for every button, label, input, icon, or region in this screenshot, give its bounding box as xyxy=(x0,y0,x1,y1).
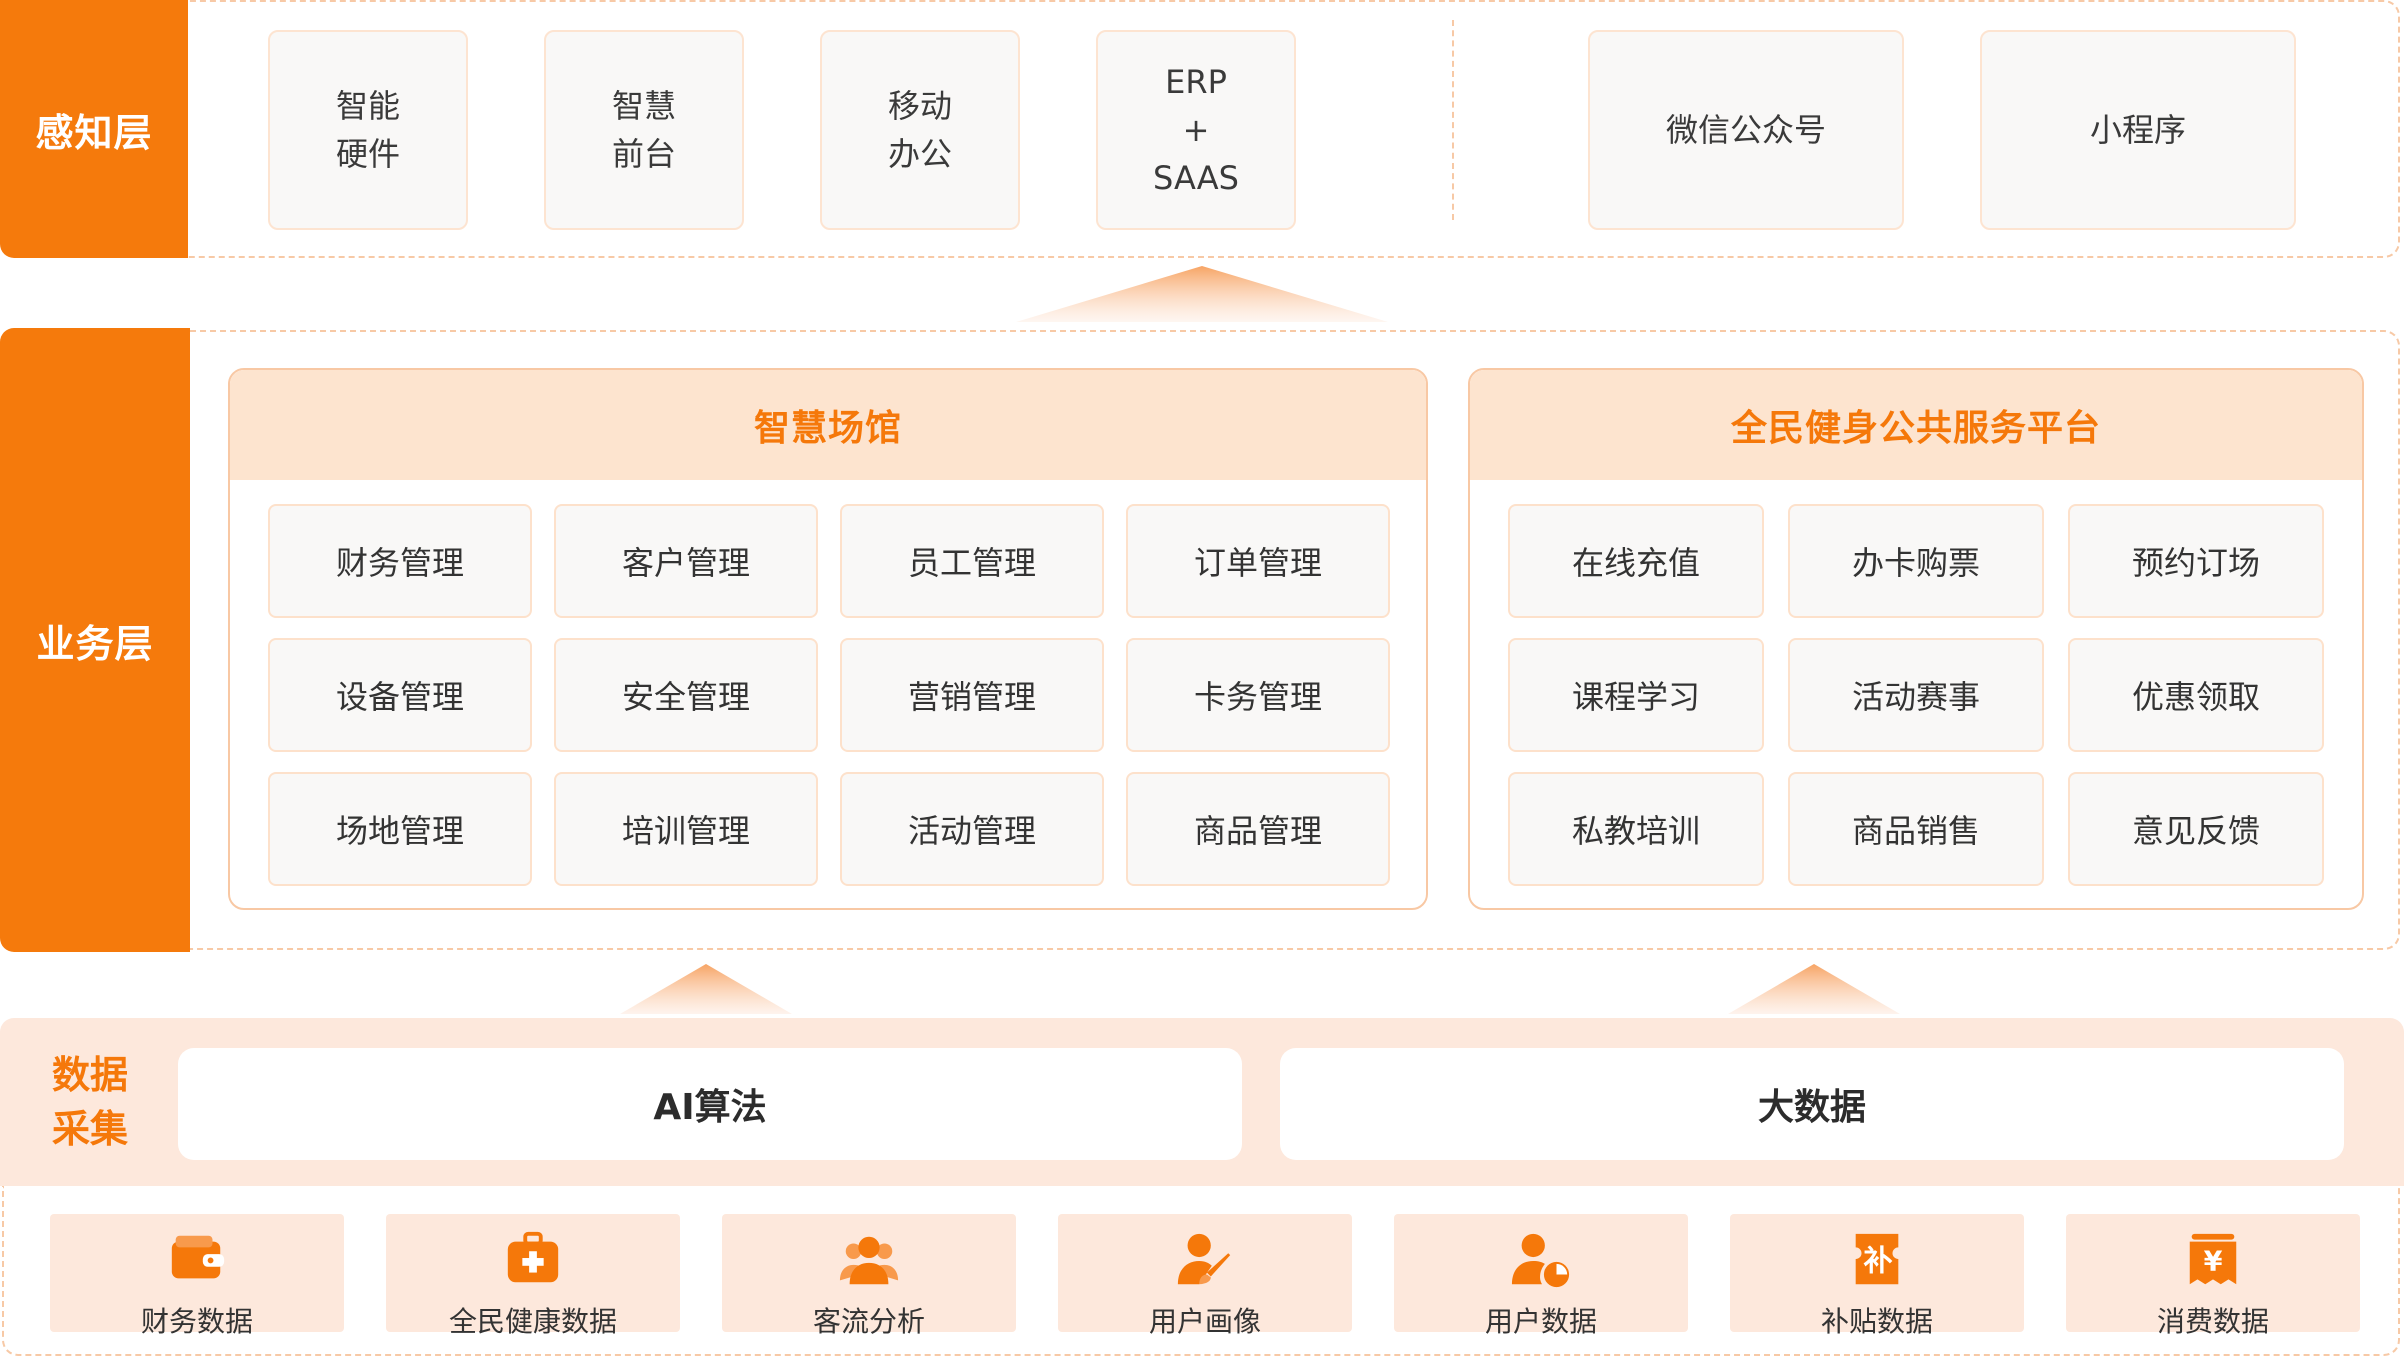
arrow-up-to-venue xyxy=(620,964,792,1014)
fitness-item: 在线充值 xyxy=(1508,504,1764,618)
data-source-card: 全民健康数据 xyxy=(386,1214,680,1338)
data-collection-label: 数据 采集 xyxy=(51,1053,128,1151)
data-source-card: ¥ 消费数据 xyxy=(2066,1214,2360,1338)
data-sources-frame xyxy=(2,1186,2400,1356)
fitness-item: 商品销售 xyxy=(1788,772,2044,886)
data-source-label: 全民健康数据 xyxy=(448,1305,617,1338)
fitness-item: 活动赛事 xyxy=(1788,638,2044,752)
tile-mobile-office: 移动 办公 xyxy=(820,30,1020,230)
medical-kit-icon xyxy=(502,1228,564,1290)
venue-item: 商品管理 xyxy=(1126,772,1390,886)
fitness-item: 意见反馈 xyxy=(2068,772,2324,886)
venue-item: 活动管理 xyxy=(840,772,1104,886)
fitness-item: 预约订场 xyxy=(2068,504,2324,618)
svg-text:¥: ¥ xyxy=(2204,1247,2223,1278)
ai-algorithm-card: AI算法 xyxy=(178,1048,1242,1160)
venue-item: 设备管理 xyxy=(268,638,532,752)
perception-layer-frame xyxy=(120,0,2400,258)
data-source-card: 客流分析 xyxy=(722,1214,1016,1338)
tile-smart-hardware: 智能 硬件 xyxy=(268,30,468,230)
data-source-card: 用户画像 xyxy=(1058,1214,1352,1338)
perception-layer-label: 感知层 xyxy=(0,0,188,258)
data-source-label: 用户数据 xyxy=(1484,1305,1597,1338)
venue-item: 营销管理 xyxy=(840,638,1104,752)
data-source-card: 补 补贴数据 xyxy=(1730,1214,2024,1338)
venue-item: 安全管理 xyxy=(554,638,818,752)
tile-wechat-official-account: 微信公众号 xyxy=(1588,30,1904,230)
tile-erp-saas: ERP + SAAS xyxy=(1096,30,1296,230)
venue-item: 培训管理 xyxy=(554,772,818,886)
arrow-up-to-perception xyxy=(1016,266,1388,322)
yen-receipt-icon: ¥ xyxy=(2182,1228,2244,1290)
fitness-item: 课程学习 xyxy=(1508,638,1764,752)
tile-mini-program: 小程序 xyxy=(1980,30,2296,230)
business-layer-label: 业务层 xyxy=(0,328,190,952)
svg-text:补: 补 xyxy=(1863,1244,1892,1278)
venue-item: 员工管理 xyxy=(840,504,1104,618)
data-source-card: 财务数据 xyxy=(50,1214,344,1338)
data-source-label: 用户画像 xyxy=(1148,1305,1261,1338)
venue-item: 订单管理 xyxy=(1126,504,1390,618)
people-group-icon xyxy=(838,1228,900,1290)
venue-item: 客户管理 xyxy=(554,504,818,618)
subsidy-ticket-icon: 补 xyxy=(1846,1228,1908,1290)
tile-smart-front-desk: 智慧 前台 xyxy=(544,30,744,230)
panel-fitness-platform-title: 全民健身公共服务平台 xyxy=(1470,370,2362,480)
fitness-item: 优惠领取 xyxy=(2068,638,2324,752)
user-chart-icon xyxy=(1510,1228,1572,1290)
venue-item: 场地管理 xyxy=(268,772,532,886)
wallet-icon xyxy=(166,1228,228,1290)
venue-item: 财务管理 xyxy=(268,504,532,618)
data-source-label: 消费数据 xyxy=(2156,1305,2269,1338)
perception-divider xyxy=(1452,20,1454,220)
big-data-card: 大数据 xyxy=(1280,1048,2344,1160)
venue-item: 卡务管理 xyxy=(1126,638,1390,752)
data-source-label: 财务数据 xyxy=(140,1305,253,1338)
business-layer-frame xyxy=(120,330,2400,950)
data-source-label: 补贴数据 xyxy=(1820,1305,1933,1338)
arrow-up-to-fitness xyxy=(1728,964,1900,1014)
panel-smart-venue-title: 智慧场馆 xyxy=(230,370,1426,480)
data-source-label: 客流分析 xyxy=(812,1305,925,1338)
user-paint-icon xyxy=(1174,1228,1236,1290)
fitness-item: 私教培训 xyxy=(1508,772,1764,886)
data-source-card: 用户数据 xyxy=(1394,1214,1688,1338)
fitness-item: 办卡购票 xyxy=(1788,504,2044,618)
